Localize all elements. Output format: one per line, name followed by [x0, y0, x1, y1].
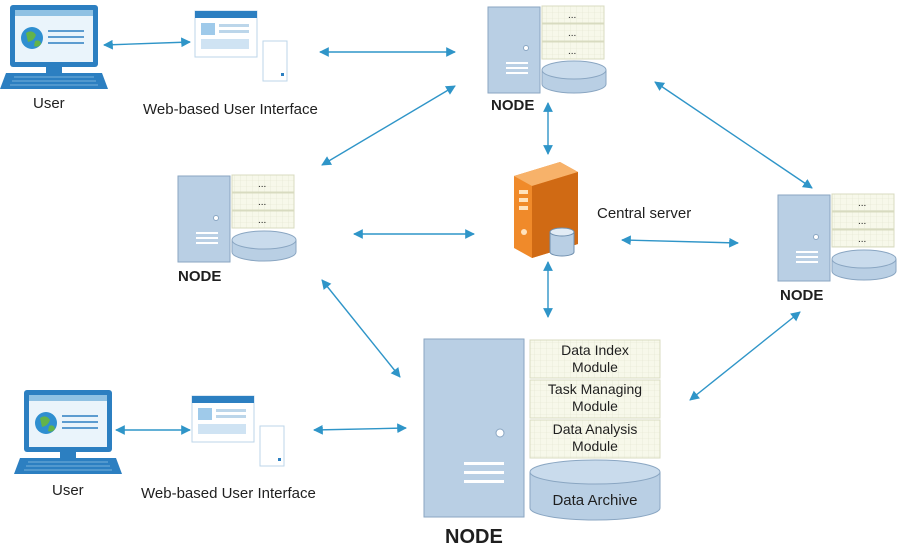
arrow-node-top-to-node-left [321, 85, 456, 166]
module-task-managing-line2: Module [572, 398, 618, 414]
module-dots: ... [858, 198, 866, 209]
user-bottom: User [14, 390, 122, 499]
browser-window-icon [191, 395, 285, 467]
web-ui-bottom: Web-based User Interface [141, 395, 316, 502]
module-dots: ... [858, 234, 866, 245]
module-data-analysis-line1: Data Analysis [553, 421, 638, 437]
web-ui-top-label: Web-based User Interface [143, 101, 318, 118]
module-data-index-line1: Data Index [561, 342, 629, 358]
server-tower-icon [487, 6, 541, 94]
module-task-managing: Task Managing Module [529, 379, 661, 419]
module-dots: ... [568, 28, 576, 39]
module-data-analysis: Data Analysis Module [529, 419, 661, 459]
node-main: Data Index Module Task Managing Module D… [423, 338, 661, 548]
module-data-index-line2: Module [572, 359, 618, 375]
user-top: User [0, 5, 108, 112]
module-dots: ... [258, 215, 266, 226]
database-cylinder-icon [549, 227, 575, 257]
web-ui-bottom-label: Web-based User Interface [141, 485, 316, 502]
node-main-label: NODE [445, 526, 503, 548]
database-cylinder-icon [541, 60, 607, 94]
server-tower-icon [777, 194, 831, 282]
data-archive-label: Data Archive [552, 492, 637, 509]
web-ui-top: Web-based User Interface [143, 10, 318, 118]
module-dots: ... [858, 216, 866, 227]
module-data-index: Data Index Module [529, 339, 661, 379]
arrow-node-main-to-node-right [689, 311, 801, 401]
server-tower-icon [177, 175, 231, 263]
node-left: ... ... ... NODE [177, 174, 297, 285]
module-stack: ... ... ... [541, 5, 605, 60]
module-data-analysis-line2: Module [572, 438, 618, 454]
server-tower-icon [423, 338, 525, 518]
arrow-central-to-node-right [621, 235, 739, 248]
module-stack: ... ... ... [831, 193, 895, 248]
module-dots: ... [258, 197, 266, 208]
module-dots: ... [568, 46, 576, 57]
module-dots: ... [568, 10, 576, 21]
central-server: Central server [514, 162, 691, 258]
node-top-label: NODE [491, 97, 534, 114]
monitor-icon [14, 390, 122, 474]
arrow-user-top-to-webui [103, 37, 191, 50]
connection-arrows [103, 37, 813, 435]
node-left-label: NODE [178, 268, 221, 285]
central-server-label: Central server [597, 205, 691, 222]
monitor-icon [0, 5, 108, 89]
module-task-managing-line1: Task Managing [548, 381, 642, 397]
database-cylinder-icon [831, 249, 897, 281]
user-bottom-label: User [52, 482, 84, 499]
database-cylinder-icon [231, 230, 297, 262]
node-top: ... ... ... NODE [487, 5, 607, 114]
browser-window-icon [194, 10, 288, 82]
module-dots: ... [258, 179, 266, 190]
arrow-node-left-to-node-main [321, 279, 401, 378]
node-right: ... ... ... NODE [777, 193, 897, 304]
data-archive-cylinder: Data Archive [529, 459, 661, 521]
arrow-webui-bottom-to-node-main [313, 423, 407, 435]
user-top-label: User [33, 95, 65, 112]
module-stack: ... ... ... [231, 174, 295, 229]
node-right-label: NODE [780, 287, 823, 304]
arrow-node-top-to-node-right [654, 81, 813, 189]
